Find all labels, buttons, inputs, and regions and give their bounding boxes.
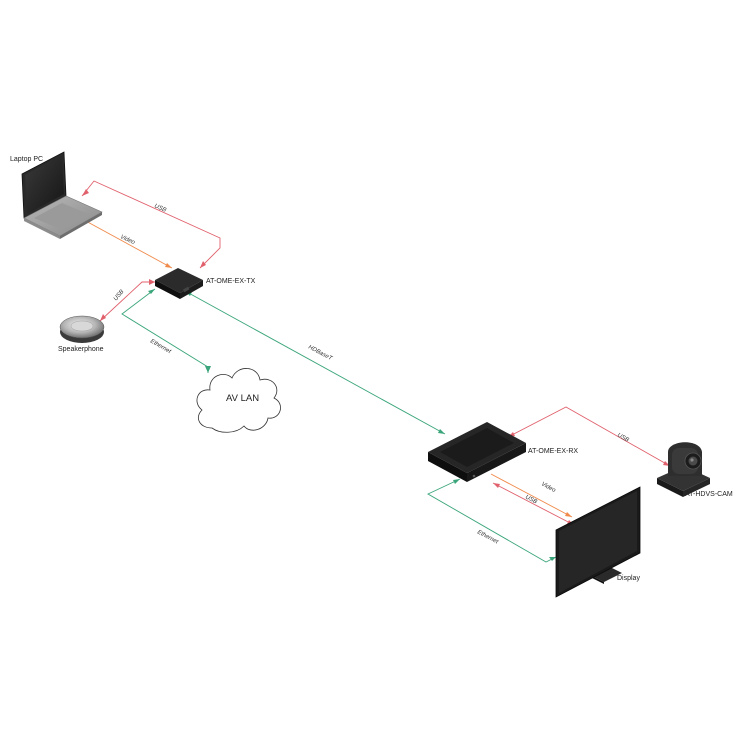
speakerphone-label: Speakerphone [58, 346, 104, 353]
wire-rx-display-ethernet [427, 478, 557, 563]
arrow-hdb-rx [438, 429, 445, 434]
tx-label: AT-OME-EX-TX [206, 278, 256, 285]
label-speaker-tx-usb: USB [113, 289, 126, 302]
wire-rx-display-usb [492, 482, 575, 526]
label-laptop-tx-usb: USB [153, 203, 167, 214]
label-laptop-tx-video: Video [119, 234, 136, 246]
rx-label: AT-OME-EX-RX [528, 448, 578, 455]
wire-rx-cam-usb [507, 406, 671, 467]
label-rx-display-usb: USB [524, 494, 538, 505]
arrow-usb-tx [200, 261, 206, 268]
arrow-usb-laptop [82, 189, 89, 196]
wire-tx-lan-ethernet [121, 288, 209, 373]
arrow-video-display [565, 512, 572, 517]
arrow-eth-lan [205, 366, 211, 373]
wire-tx-rx-hdbaset [184, 290, 446, 435]
lan-label: AV LAN [226, 393, 259, 404]
connection-labels: USB Video USB Ethernet HDBaseT USB Video… [113, 203, 630, 545]
wire-rx-display-video [490, 473, 573, 518]
arrow-eth-tx [148, 289, 155, 294]
display-icon [555, 486, 641, 598]
wire-laptop-tx-video [83, 219, 173, 269]
cloud-icon [196, 368, 281, 433]
arrow-eth-rx [453, 479, 460, 484]
camera-icon [657, 442, 710, 497]
arrow-usb-speaker [100, 314, 106, 321]
wire-speaker-tx-usb [99, 281, 155, 322]
arrow-video-tx [165, 263, 172, 268]
arrow-eth-display [549, 557, 556, 561]
display-label: Display [617, 575, 640, 582]
label-tx-lan-ethernet: Ethernet [149, 339, 172, 356]
rx-device-icon [428, 422, 526, 482]
label-rx-display-ethernet: Ethernet [476, 529, 499, 545]
label-rx-cam-usb: USB [616, 433, 630, 444]
speakerphone-icon [59, 315, 105, 343]
wire-laptop-tx-usb [81, 180, 221, 269]
arrow-usb-rx2 [493, 483, 500, 488]
laptop-icon [21, 151, 103, 239]
laptop-label: Laptop PC [10, 156, 43, 163]
arrow-usb-tx2 [149, 279, 155, 285]
camera-label: AT-HDVS-CAM [685, 491, 733, 498]
tx-device-icon [155, 268, 203, 299]
connection-lines [81, 180, 671, 563]
label-rx-display-video: Video [540, 481, 557, 494]
